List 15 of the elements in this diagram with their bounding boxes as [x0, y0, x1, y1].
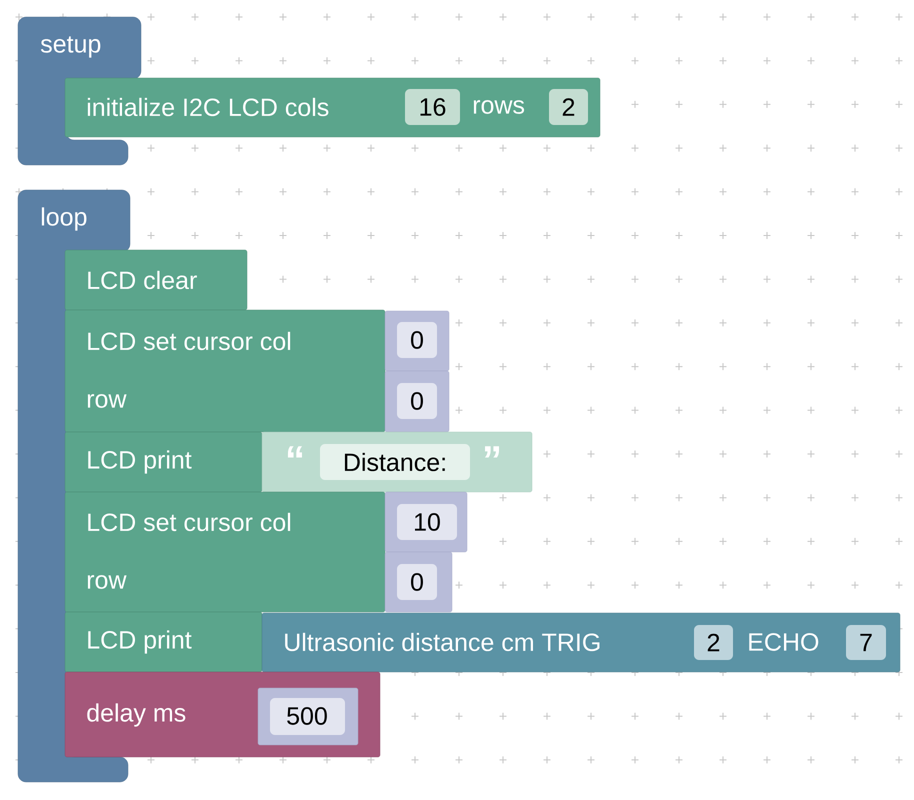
code-block: LCD set cursor col row	[64, 492, 386, 612]
number-field: 2	[694, 625, 733, 660]
number-field: 16	[405, 89, 460, 125]
number-field: 7	[846, 625, 886, 660]
text-block: “ Distance: ”	[262, 432, 532, 492]
number-block: 0	[384, 370, 450, 432]
code-block: LCD clear	[64, 250, 248, 310]
number-block: 0	[384, 310, 450, 372]
code-block: LCD print	[64, 612, 262, 672]
code-block: LCD print	[64, 432, 262, 492]
code-block: LCD set cursor col row	[64, 310, 386, 432]
number-block: 10	[384, 492, 468, 552]
number-block: 500	[258, 688, 358, 746]
number-field: 2	[549, 89, 588, 125]
number-block: 0	[384, 552, 452, 612]
